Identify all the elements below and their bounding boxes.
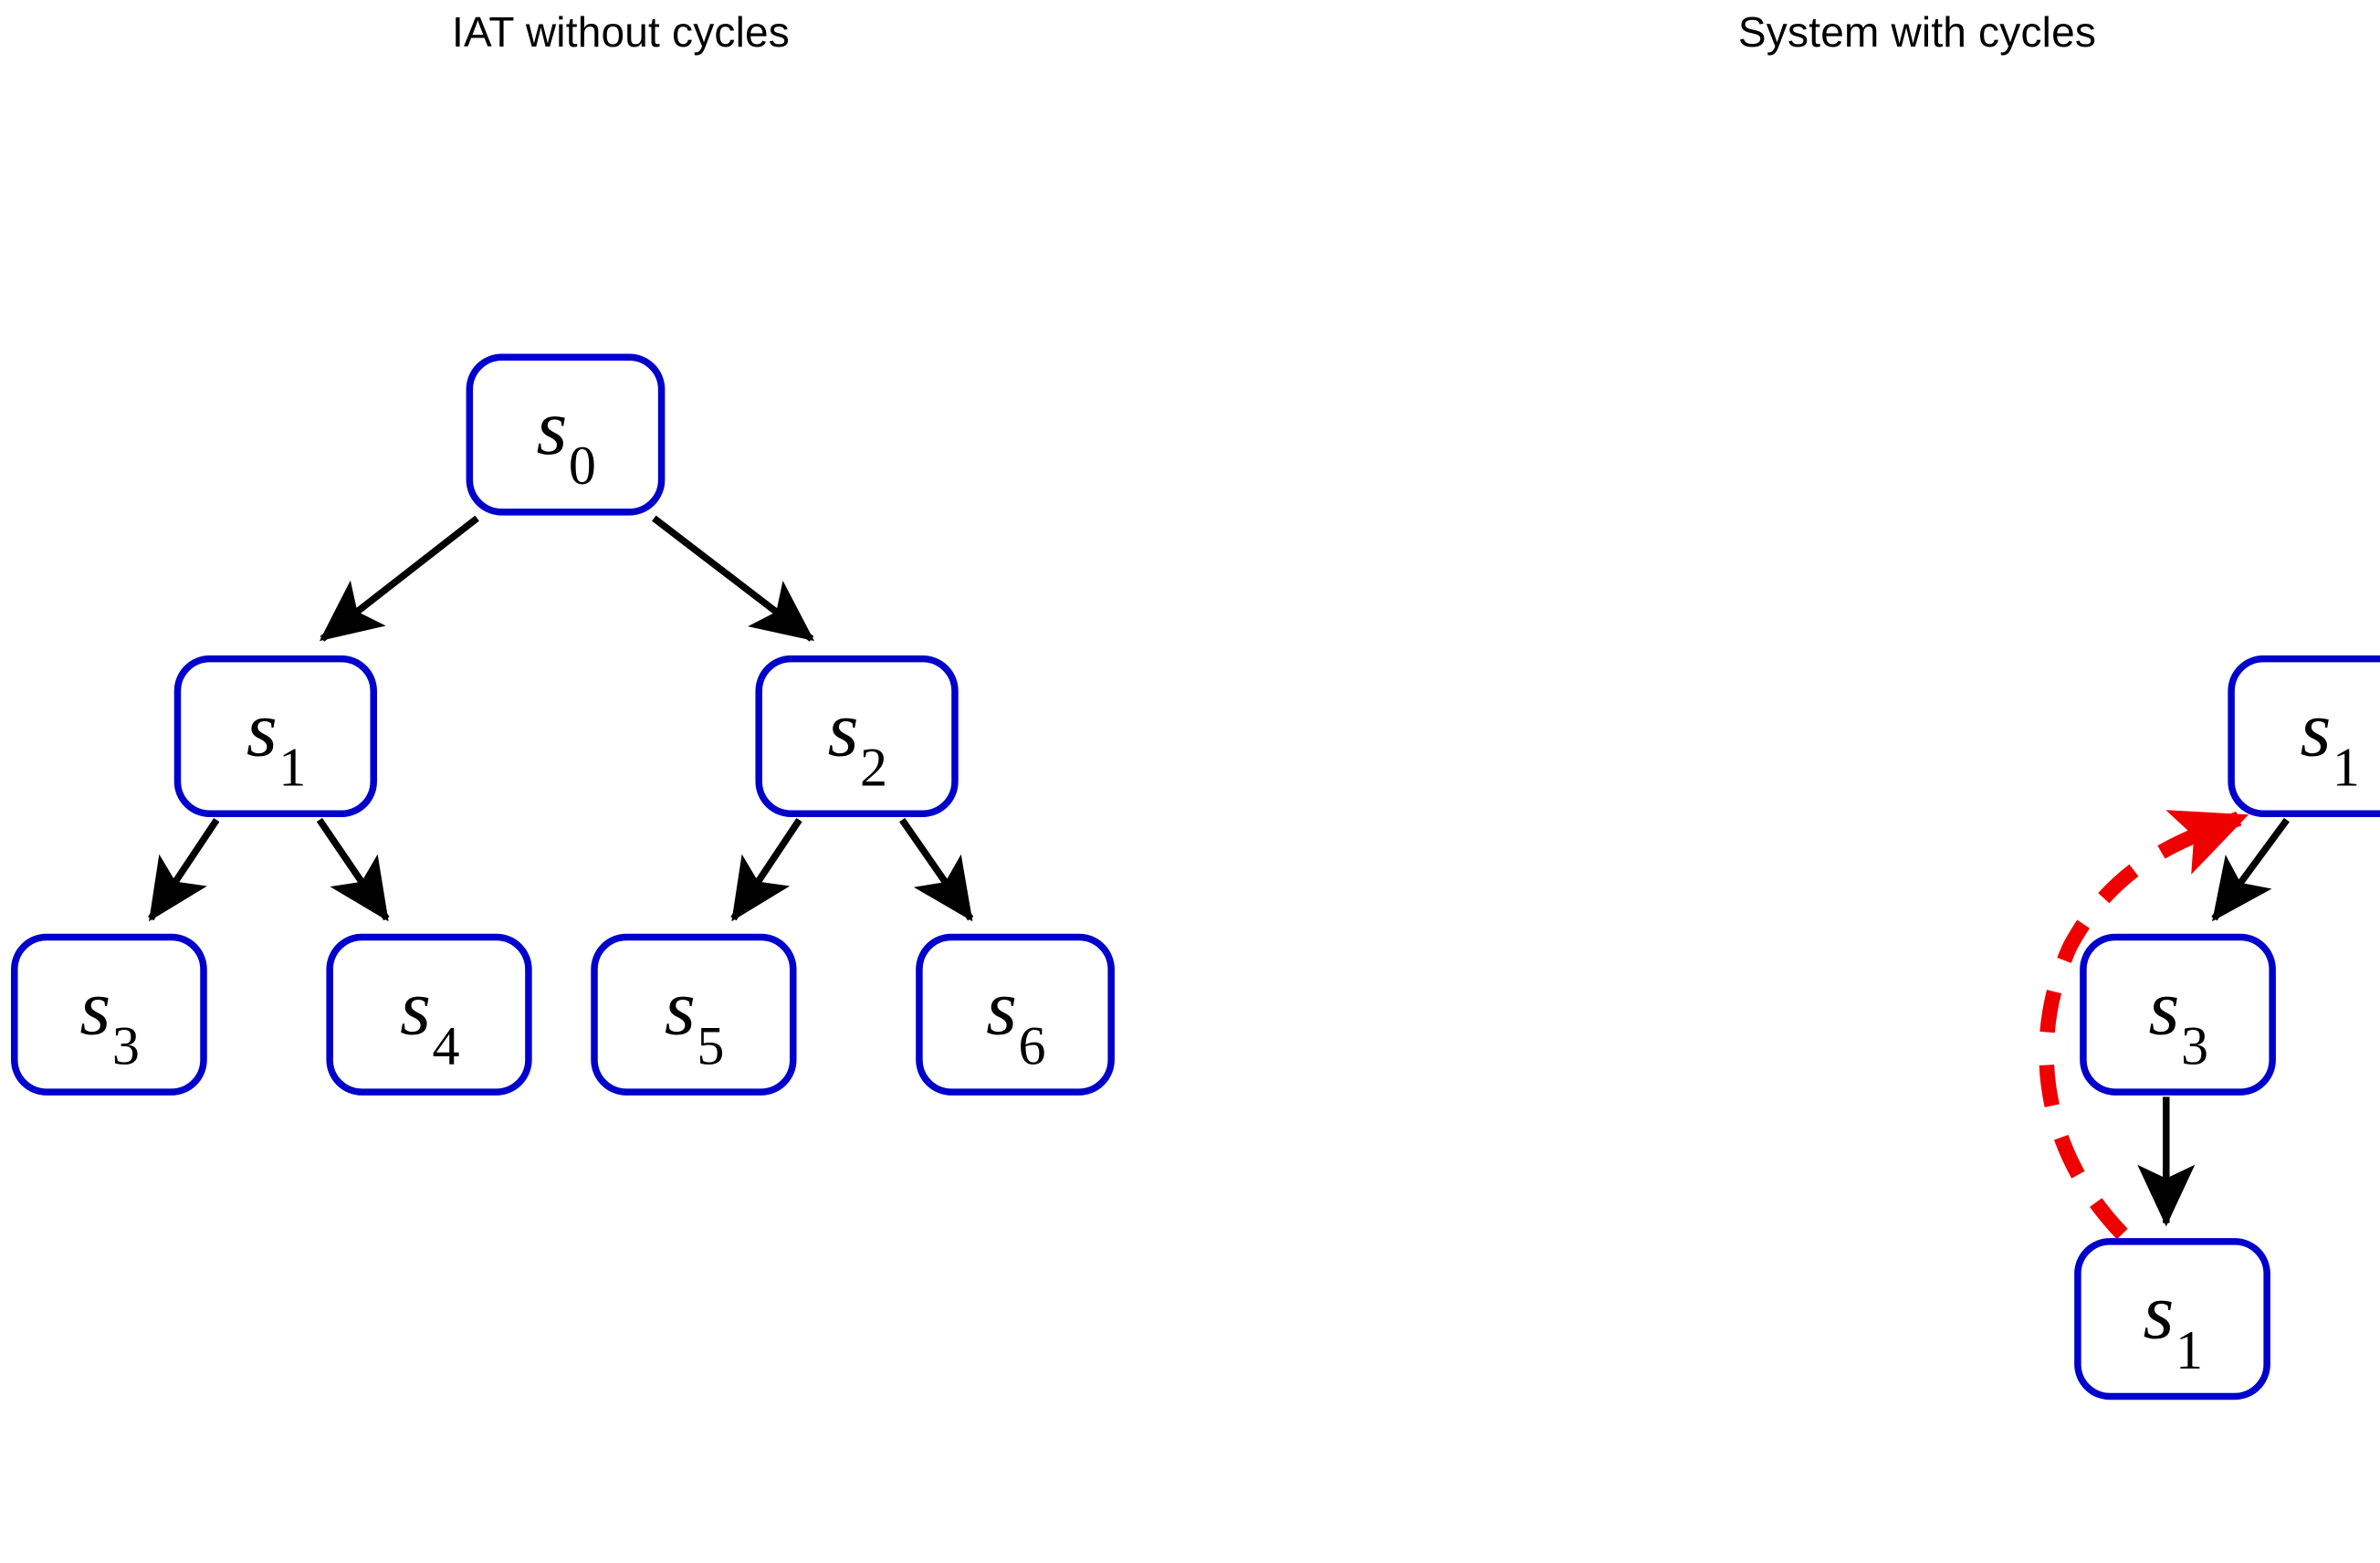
node-label: s5: [664, 962, 725, 1076]
node-label: s0: [536, 383, 596, 497]
node-label: s2: [827, 684, 888, 798]
node-left-s6[interactable]: s6: [916, 933, 1115, 1096]
left-tree-edges: [148, 515, 974, 922]
cycle-edges: [2039, 810, 2249, 1240]
edge-s2-s5: [730, 817, 802, 922]
node-left-s3[interactable]: s3: [11, 933, 207, 1096]
node-label: s3: [2148, 962, 2208, 1076]
edge-s1-s4: [316, 817, 390, 922]
node-left-s1[interactable]: s1: [173, 655, 377, 818]
node-left-s2[interactable]: s2: [755, 655, 959, 818]
node-label: s1: [246, 684, 307, 798]
node-label: s4: [400, 962, 460, 1076]
edge-s1-s3: [148, 817, 220, 922]
node-left-s0[interactable]: s0: [466, 353, 666, 516]
right-tree-edges: [2137, 817, 2290, 1227]
panel-title-left: IAT without cycles: [451, 8, 791, 56]
edge-r-s1-s3: [2211, 817, 2290, 922]
node-right-s3[interactable]: s3: [2080, 933, 2276, 1096]
cycle-edge-s1b-to-s1: [2039, 810, 2249, 1240]
node-right-s1[interactable]: s1: [2228, 655, 2380, 818]
node-label: s1: [2300, 684, 2360, 798]
edge-s0-s1: [319, 515, 479, 642]
node-label: s3: [79, 962, 140, 1076]
node-label: s6: [986, 962, 1046, 1076]
node-label: s1: [2143, 1266, 2203, 1380]
edge-s2-s6: [899, 817, 974, 922]
node-right-s1-leaf[interactable]: s1: [2074, 1238, 2270, 1400]
node-left-s5[interactable]: s5: [591, 933, 797, 1096]
edge-s0-s2: [652, 515, 815, 642]
panel-title-right: System with cycles: [1737, 8, 2097, 56]
node-left-s4[interactable]: s4: [326, 933, 532, 1096]
